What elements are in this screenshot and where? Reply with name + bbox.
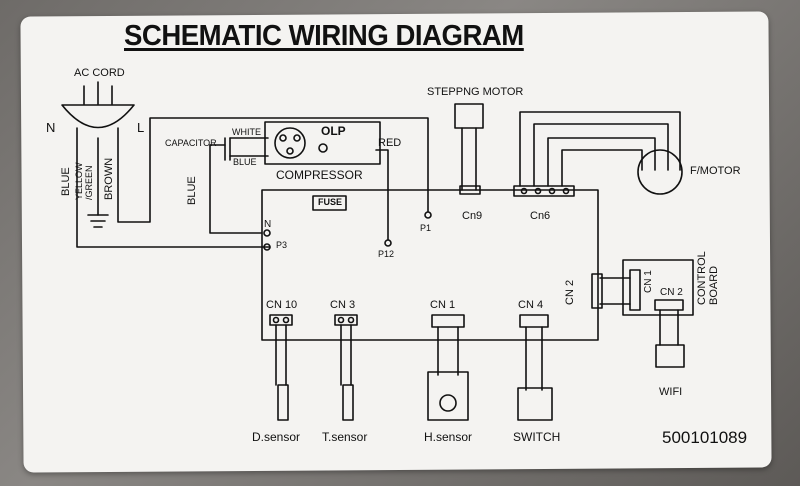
p12-label: P12 [378,249,395,259]
ac-cord-label: AC CORD [74,67,125,79]
blue-small-wire-label: BLUE [233,157,257,167]
t-sensor-label: T.sensor [322,430,368,444]
control-board-box [622,259,694,316]
cn1-label: CN 1 [430,299,456,311]
p3-label: P3 [276,240,288,250]
t-sensor-probe [342,384,354,421]
olp-label: OLP [321,124,346,138]
h-sensor-box [427,371,469,421]
yellow-green-wire-label: YELLOW /GREEN [74,162,94,200]
h-sensor-label: H.sensor [424,430,473,444]
compressor-motor-icon [274,127,306,159]
n-terminal-label: N [264,219,272,230]
red-wire-label: RED [378,137,402,149]
cn2-label: CN 2 [564,279,576,305]
compressor-label: COMPRESSOR [276,168,363,182]
control-board-cn2-label: CN 2 [660,287,683,298]
capacitor-label: CAPACITOR [165,138,217,148]
wifi-label: WIFI [659,386,683,398]
diagram-title: SCHEMATIC WIRING DIAGRAM [124,20,524,52]
cn3-label: CN 3 [330,299,356,311]
cn9-label: Cn9 [462,210,483,222]
ac-plug-icon [61,104,135,129]
d-sensor-probe [277,384,289,421]
main-board [261,189,599,341]
live-label: L [137,120,145,135]
fan-motor-icon [637,149,683,195]
stepping-motor-box [454,103,484,129]
compressor-box [264,121,381,165]
p1-label: P1 [420,223,432,233]
stepping-motor-label: STEPPNG MOTOR [427,86,524,98]
switch-box [517,387,553,421]
switch-label: SWITCH [513,430,561,444]
cn6-label: Cn6 [530,210,551,222]
control-board-cn1-label: CN 1 [643,270,654,293]
white-wire-label: WHITE [232,127,261,137]
cn10-label: CN 10 [266,299,298,311]
wifi-module [655,344,685,368]
fuse-box [312,195,347,211]
neutral-label: N [46,120,56,135]
olp-icon [318,143,328,153]
blue-wire-label: BLUE [60,167,72,196]
blue-compressor-wire-label: BLUE [186,176,198,205]
ground-icon [87,214,109,228]
fuse-label: FUSE [318,197,343,207]
d-sensor-label: D.sensor [252,430,301,444]
cn4-label: CN 4 [518,299,544,311]
f-motor-label: F/MOTOR [690,165,741,177]
control-board-label: CONTROL BOARD [696,251,720,305]
model-number: 500101089 [662,428,748,447]
brown-wire-label: BROWN [103,157,115,200]
